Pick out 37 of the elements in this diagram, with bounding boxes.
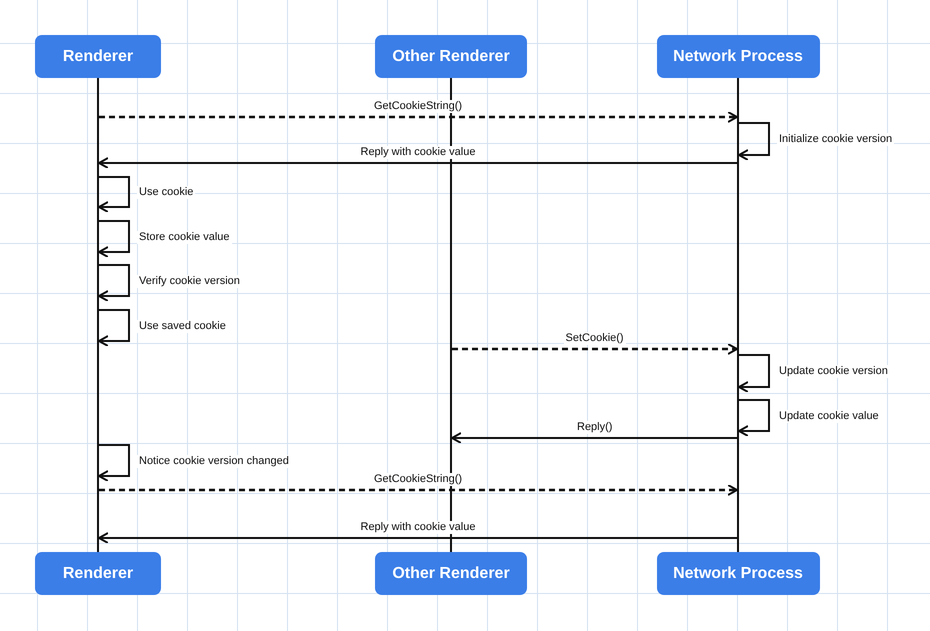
message-label: Notice cookie version changed bbox=[137, 454, 291, 468]
self-message-arrow bbox=[738, 399, 770, 437]
message-label: Update cookie value bbox=[777, 410, 881, 422]
message-label: Update cookie version bbox=[777, 365, 890, 378]
message-arrow bbox=[451, 432, 737, 444]
message-arrow bbox=[452, 343, 738, 355]
message-label: Store cookie value bbox=[137, 230, 232, 244]
participant-box: Renderer bbox=[35, 552, 161, 595]
self-message-arrow bbox=[738, 122, 770, 161]
self-message-arrow bbox=[98, 264, 130, 302]
lifeline bbox=[97, 78, 99, 552]
message-label: Initialize cookie version bbox=[777, 133, 894, 146]
message-label: SetCookie() bbox=[564, 332, 626, 345]
message-label: Reply with cookie value bbox=[358, 146, 478, 159]
message-label: Verify cookie version bbox=[137, 274, 242, 288]
participant-box: Other Renderer bbox=[375, 35, 527, 78]
message-label: Reply() bbox=[575, 421, 614, 434]
participant-box: Renderer bbox=[35, 35, 161, 78]
lifeline bbox=[450, 78, 452, 552]
participant-box: Network Process bbox=[656, 35, 820, 78]
participant-box: Network Process bbox=[656, 552, 820, 595]
message-arrow bbox=[98, 532, 737, 544]
self-message-arrow bbox=[98, 444, 130, 482]
message-label: GetCookieString() bbox=[372, 100, 464, 113]
message-label: Use cookie bbox=[137, 186, 196, 199]
message-label: Use saved cookie bbox=[137, 320, 228, 332]
message-label: GetCookieString() bbox=[372, 473, 464, 486]
self-message-arrow bbox=[98, 220, 130, 258]
message-arrow bbox=[99, 484, 738, 496]
self-message-arrow bbox=[98, 309, 130, 347]
self-message-arrow bbox=[98, 176, 130, 213]
lifeline bbox=[737, 78, 739, 552]
message-label: Reply with cookie value bbox=[358, 521, 478, 534]
participant-box: Other Renderer bbox=[375, 552, 527, 595]
message-arrow bbox=[98, 157, 737, 169]
message-arrow bbox=[99, 111, 738, 123]
self-message-arrow bbox=[738, 354, 770, 393]
